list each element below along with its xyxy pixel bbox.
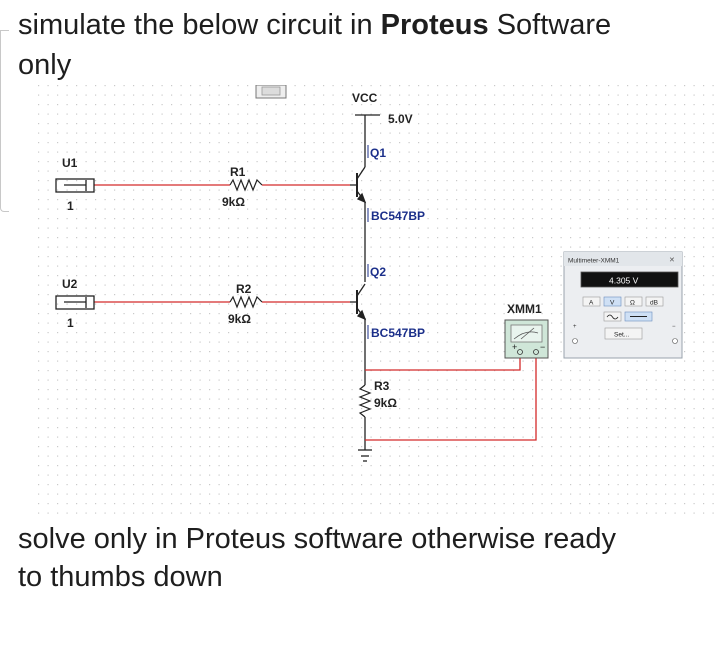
schematic: U1 1 U2 1 R1 9kΩ R2 9kΩ Q1 BC547BP Q2 BC… [30,85,720,515]
question-line-2: only [18,49,72,81]
vcc-value: 5.0V [388,112,413,126]
r1-value: 9kΩ [222,195,245,209]
mode-v-label: V [610,300,615,307]
left-edge-mark [0,30,9,212]
close-icon: ✕ [669,257,675,264]
black-wires [355,114,380,462]
ac-wave-icon [606,314,619,320]
multimeter-window[interactable]: Multimeter-XMM1 ✕ 4.305 V A V Ω dB Set..… [563,251,683,359]
r2-label: R2 [236,282,252,296]
r2-resistor[interactable] [229,295,263,309]
xmm-minus: − [540,342,545,352]
r3-label: R3 [374,379,390,393]
settings-button[interactable] [604,327,643,340]
multimeter-display [580,271,679,288]
multimeter-title: Multimeter-XMM1 [568,258,620,265]
q2-part: BC547BP [371,326,425,340]
mode-db-label: dB [650,300,658,307]
u2-label: U2 [62,277,78,291]
red-wires [94,184,537,441]
r1-resistor[interactable] [229,178,263,192]
meter-minus-label: − [672,324,676,330]
r3-value: 9kΩ [374,396,397,410]
component-icon [255,85,287,99]
mode-v-button[interactable] [603,296,622,307]
u1-switch[interactable] [55,178,95,193]
footer-line-2: to thumbs down [18,561,223,593]
xmm-symbol[interactable] [504,319,549,359]
r2-value: 9kΩ [228,312,251,326]
q2-label: Q2 [370,265,386,279]
mode-db-button[interactable] [645,296,664,307]
u1-value: 1 [67,199,74,213]
u2-value: 1 [67,316,74,330]
vcc-label: VCC [352,91,378,105]
question-bold: Proteus [380,9,489,41]
meter-plus-label: + [573,324,577,330]
q2-transistor[interactable] [350,283,367,321]
q1-label: Q1 [370,146,386,160]
mode-a-label: A [589,300,594,307]
multimeter-close-button[interactable] [666,254,679,264]
mode-ohm-label: Ω [630,300,635,307]
settings-label: Set... [614,332,629,339]
question-prefix: simulate the below circuit in [18,9,381,41]
xmm-plus: + [512,342,517,352]
multimeter-reading: 4.305 V [609,276,639,286]
r1-label: R1 [230,165,246,179]
mode-a-button[interactable] [582,296,601,307]
q1-part: BC547BP [371,209,425,223]
u2-switch[interactable] [55,295,95,310]
meter-plus-terminal[interactable] [572,338,578,344]
meter-minus-terminal[interactable] [672,338,678,344]
r3-resistor[interactable] [358,384,372,418]
question-line-1: simulate the below circuit in Proteus So… [18,8,611,42]
question-suffix: Software [488,9,612,41]
u1-label: U1 [62,156,78,170]
mode-ohm-button[interactable] [624,296,643,307]
q1-transistor[interactable] [350,166,367,204]
footer-line-1: solve only in Proteus software otherwise… [18,523,617,555]
xmm-label: XMM1 [507,302,542,316]
